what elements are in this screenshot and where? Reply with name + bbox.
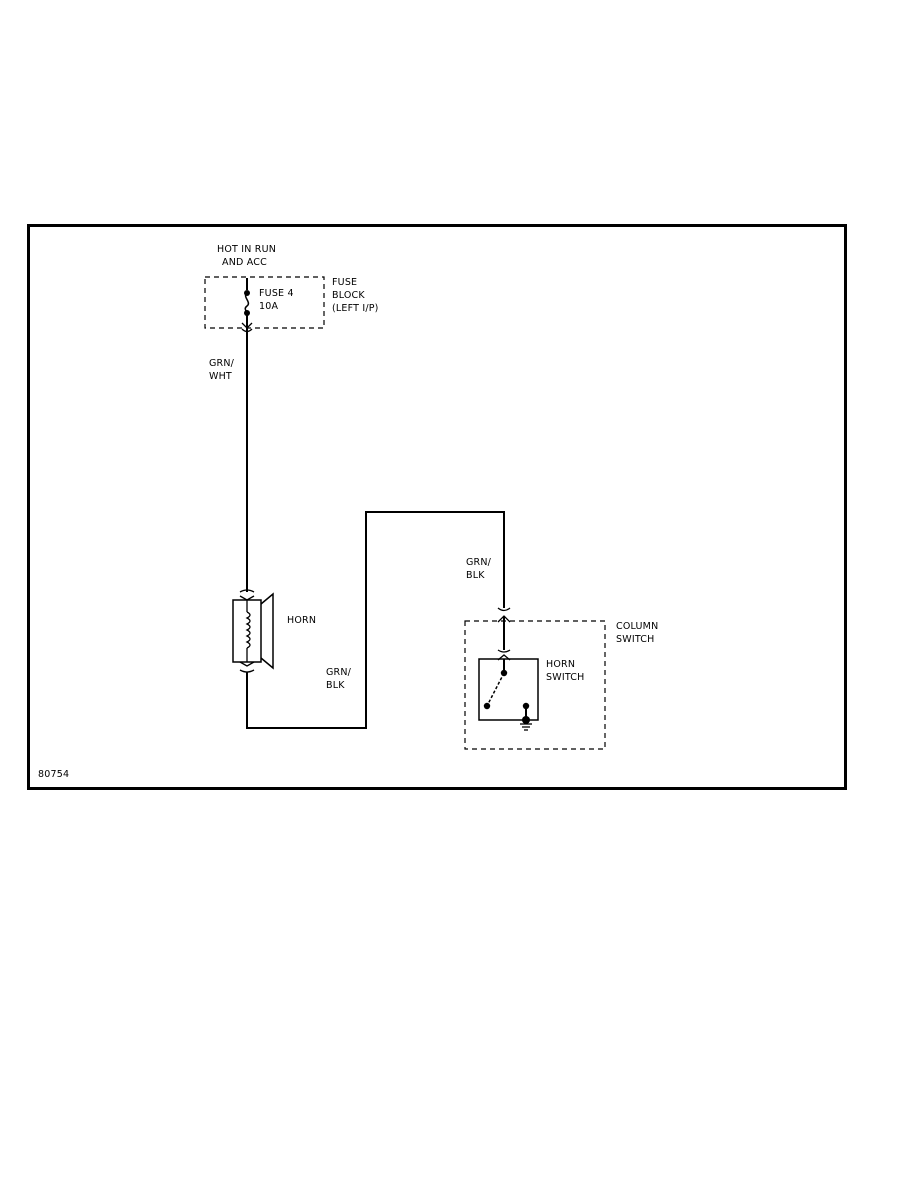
fuse-block-label: FUSE BLOCK (LEFT I/P) (332, 277, 379, 314)
horn-switch-label: HORN SWITCH (546, 659, 585, 683)
fuse-label: FUSE 4 10A (259, 288, 294, 312)
wire-grn-blk (246, 511, 505, 729)
column-switch-label: COLUMN SWITCH (616, 621, 659, 645)
horn-switch-box (478, 658, 539, 721)
horn-switch-blade (486, 672, 505, 707)
power-source-label: HOT IN RUN AND ACC (217, 244, 277, 268)
wire-grn-blk-label-upper: GRN/ BLK (466, 557, 492, 581)
fuse-terminal-top (244, 290, 250, 296)
fuse-block-box (204, 276, 325, 329)
wire-grn-wht-label: GRN/ WHT (209, 358, 235, 382)
horn-label: HORN (287, 615, 317, 626)
diagram-id: 80754 (38, 769, 70, 780)
horn-switch-contact-top (500, 669, 508, 677)
column-switch-connector (497, 607, 511, 661)
diagram-frame (27, 224, 847, 790)
horn-switch-contact-right (522, 702, 530, 710)
column-switch-box (464, 620, 606, 750)
horn-switch-contact-left (483, 702, 491, 710)
wire-grn-blk-label-lower: GRN/ BLK (326, 667, 352, 691)
horn-switch-ground-node (522, 716, 530, 724)
horn-symbol (232, 589, 274, 673)
